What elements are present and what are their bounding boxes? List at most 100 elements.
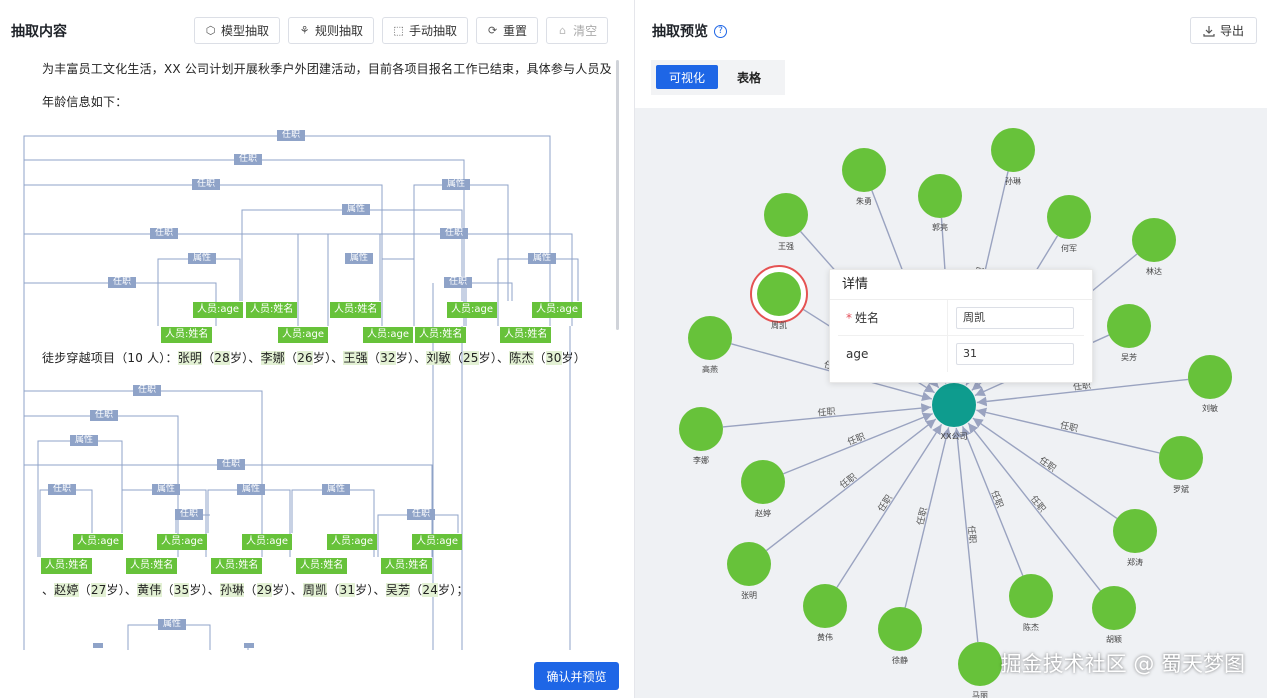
person-name[interactable]: 陈杰 (509, 351, 534, 365)
entity-tag-name[interactable]: 人员:姓名 (415, 327, 467, 343)
person-name[interactable]: 周凯 (302, 583, 328, 597)
graph-node-circle[interactable] (1047, 195, 1091, 239)
relation-label[interactable]: 属性 (188, 253, 217, 264)
graph-node-circle[interactable] (741, 460, 785, 504)
graph-edge[interactable] (783, 412, 933, 475)
relation-label[interactable]: 任职 (150, 228, 179, 239)
person-age[interactable]: 26 (297, 351, 313, 365)
graph-node-circle[interactable] (757, 272, 801, 316)
entity-tag-name[interactable]: 人员:姓名 (381, 558, 433, 574)
entity-tag-age[interactable]: 人员:age (363, 327, 413, 343)
entity-tag-name[interactable]: 人员:姓名 (330, 302, 382, 318)
graph-edge[interactable] (765, 418, 937, 552)
graph-node-circle[interactable] (1188, 355, 1232, 399)
relation-label[interactable]: 任职 (277, 130, 306, 141)
entity-tag-age[interactable]: 人员:age (73, 534, 123, 550)
graph-center-node[interactable]: XX公司 (932, 383, 976, 441)
graph-node[interactable]: 张明 (727, 542, 771, 600)
entity-tag-name[interactable]: 人员:姓名 (126, 558, 178, 574)
graph-edge[interactable] (972, 417, 1118, 520)
relation-label[interactable]: 任职 (133, 385, 162, 396)
graph-edge[interactable] (952, 427, 979, 643)
entity-tag-age[interactable]: 人员:age (242, 534, 292, 550)
graph-node[interactable]: 郭亮 (918, 174, 962, 232)
scrollbar-thumb[interactable] (616, 60, 619, 330)
graph-edge[interactable] (722, 403, 932, 428)
relation-label[interactable]: 任职 (440, 228, 469, 239)
relation-label[interactable]: 任职 (48, 484, 77, 495)
relation-label[interactable]: 属性 (152, 484, 181, 495)
relation-label[interactable]: 任职 (444, 277, 473, 288)
graph-node-circle[interactable] (764, 193, 808, 237)
relation-label[interactable]: 任职 (90, 410, 119, 421)
graph-node[interactable]: 王强 (764, 193, 808, 251)
graph-node-circle[interactable] (1132, 218, 1176, 262)
relation-label[interactable]: 任职 (192, 179, 221, 190)
graph-node[interactable]: 黄伟 (803, 584, 847, 642)
relation-label[interactable]: 任职 (108, 277, 137, 288)
tab-visualize[interactable]: 可视化 (656, 65, 718, 89)
entity-tag-age[interactable]: 人员:age (412, 534, 462, 550)
person-name[interactable]: 黄伟 (137, 583, 162, 597)
person-age[interactable]: 30 (545, 351, 562, 365)
graph-node-circle[interactable] (1113, 509, 1157, 553)
person-age[interactable]: 25 (462, 351, 479, 365)
entity-tag-name[interactable]: 人员:姓名 (246, 302, 298, 318)
graph-node-circle[interactable] (727, 542, 771, 586)
graph-node[interactable]: 朱勇 (842, 148, 886, 206)
graph-node-circle[interactable] (803, 584, 847, 628)
relation-label[interactable]: 任职 (175, 509, 204, 520)
graph-node[interactable]: 刘敏 (1188, 355, 1232, 413)
export-button[interactable]: 导出 (1189, 17, 1257, 44)
graph-node-circle[interactable] (679, 407, 723, 451)
entity-tag-age[interactable]: 人员:age (532, 302, 582, 318)
entity-tag-name[interactable]: 人员:姓名 (296, 558, 348, 574)
relation-label[interactable]: 任职 (217, 459, 246, 470)
entity-tag-age[interactable]: 人员:age (278, 327, 328, 343)
graph-node-circle[interactable] (991, 128, 1035, 172)
graph-node-circle[interactable] (878, 607, 922, 651)
entity-tag-name[interactable]: 人员:姓名 (500, 327, 552, 343)
relation-label[interactable]: 属性 (345, 253, 374, 264)
tab-table[interactable]: 表格 (736, 70, 761, 85)
relation-label[interactable]: 任职 (234, 154, 263, 165)
relation-label[interactable]: 属性 (237, 484, 266, 495)
person-name[interactable]: 王强 (343, 351, 368, 365)
graph-node-circle[interactable] (958, 642, 1002, 686)
person-age[interactable]: 27 (90, 583, 107, 597)
graph-node[interactable]: 罗斌 (1159, 436, 1203, 494)
entity-tag-age[interactable]: 人员:age (327, 534, 377, 550)
graph-node-circle[interactable] (1009, 574, 1053, 618)
relation-label[interactable]: 属性 (442, 179, 471, 190)
graph-node[interactable]: 孙琳 (991, 128, 1035, 186)
graph-node[interactable]: 吴芳 (1107, 304, 1151, 362)
relation-label[interactable]: 属性 (158, 619, 187, 630)
person-age[interactable]: 32 (380, 351, 396, 365)
relation-label[interactable]: 任职 (407, 509, 436, 520)
graph-node[interactable]: 陈杰 (1009, 574, 1053, 632)
reset-button[interactable]: ⟳重置 (476, 17, 539, 44)
person-age[interactable]: 31 (339, 583, 356, 597)
rule-extract-button[interactable]: ⚘规则抽取 (288, 17, 375, 44)
graph-edge[interactable] (961, 426, 1024, 576)
graph-edge[interactable] (976, 378, 1189, 407)
relation-label-clipped[interactable] (93, 643, 103, 648)
person-name[interactable]: 张明 (177, 351, 203, 365)
graph-edge[interactable] (904, 427, 952, 608)
age-field[interactable]: 31 (956, 343, 1074, 365)
graph-node[interactable]: 徐静 (878, 607, 922, 665)
graph-node[interactable]: 李娜 (679, 407, 723, 465)
knowledge-graph[interactable]: 任职任职任职任职任职任职任职任职任职任职任职任职任职任职任职任职任职任职任职任职… (635, 108, 1267, 698)
graph-node[interactable]: 赵婷 (741, 460, 785, 518)
person-name[interactable]: 刘敏 (426, 351, 451, 365)
graph-node-circle[interactable] (1159, 436, 1203, 480)
graph-node[interactable]: 何军 (1047, 195, 1091, 253)
graph-canvas[interactable]: 任职任职任职任职任职任职任职任职任职任职任职任职任职任职任职任职任职任职任职任职… (635, 108, 1267, 698)
relation-label[interactable]: 属性 (342, 204, 371, 215)
relation-label[interactable]: 属性 (322, 484, 351, 495)
clear-button[interactable]: ⌂清空 (546, 17, 609, 44)
person-age[interactable]: 28 (214, 351, 230, 365)
person-name[interactable]: 赵婷 (54, 583, 79, 597)
person-age[interactable]: 35 (173, 583, 190, 597)
model-extract-button[interactable]: ⬡模型抽取 (194, 17, 281, 44)
